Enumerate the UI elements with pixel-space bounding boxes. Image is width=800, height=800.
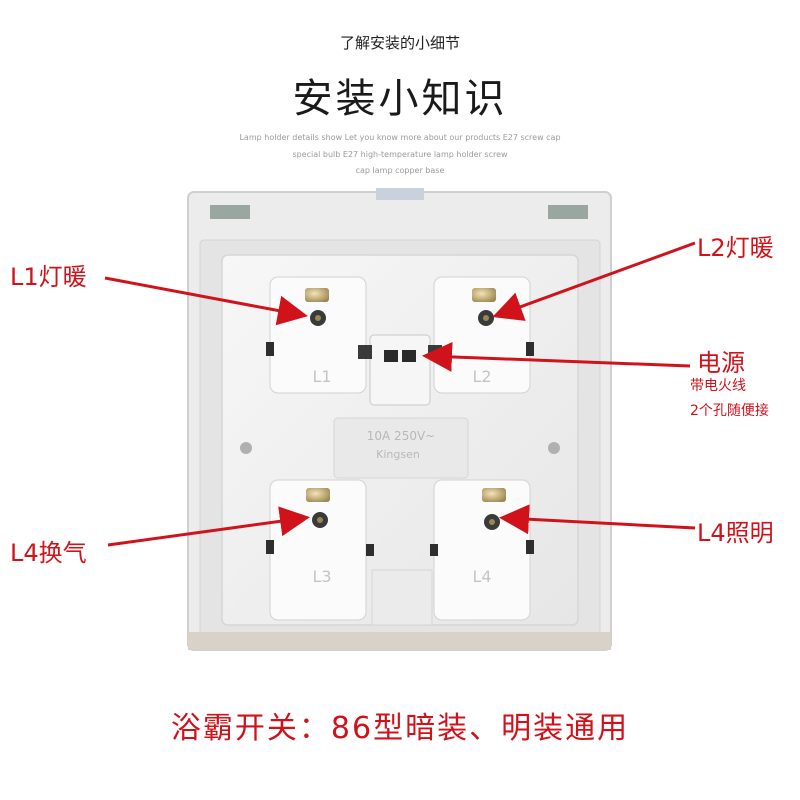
frame-bottom-edge xyxy=(188,632,611,650)
clip-5 xyxy=(366,544,374,556)
power-hole-2 xyxy=(402,350,416,362)
english-caption-line-1: Lamp holder details show Let you know mo… xyxy=(239,133,561,142)
clip-2 xyxy=(526,342,534,356)
page-title: 安装小知识 xyxy=(292,76,508,122)
screw-l3 xyxy=(306,488,330,528)
label-l2-heat: L2灯暖 xyxy=(697,234,774,262)
subtitle: 了解安装的小细节 xyxy=(339,34,460,52)
screw-l1 xyxy=(305,288,329,326)
arrow-l2 xyxy=(492,241,696,321)
engraved-l3: L3 xyxy=(312,567,331,586)
arrow-l4-vent xyxy=(107,506,310,547)
clip-1 xyxy=(266,342,274,356)
top-clip xyxy=(376,188,424,200)
lower-notch xyxy=(371,569,433,626)
mounting-hole-left xyxy=(240,442,252,454)
label-power: 电源 xyxy=(697,349,745,377)
engraved-l1: L1 xyxy=(312,367,331,386)
english-caption-line-3: cap lamp copper base xyxy=(355,166,445,175)
label-l4-light: L4照明 xyxy=(697,519,774,547)
engraved-l2: L2 xyxy=(472,367,491,386)
label-l4-vent: L4换气 xyxy=(10,539,87,567)
engraved-l4: L4 xyxy=(472,567,491,586)
arrow-l4-light xyxy=(499,504,696,535)
terminal-boss-l4 xyxy=(433,479,531,621)
power-terminal-block xyxy=(369,334,431,406)
note-power-live: 带电火线 xyxy=(690,378,746,394)
screw-l2 xyxy=(472,288,496,326)
note-power-holes: 2个孔随便接 xyxy=(690,403,769,419)
rating-recess xyxy=(333,417,469,479)
clip-6 xyxy=(430,544,438,556)
label-l1-heat: L1灯暖 xyxy=(10,263,87,291)
arrow-power xyxy=(422,341,691,372)
clip-4 xyxy=(526,540,534,554)
arrow-l1 xyxy=(104,276,308,326)
english-caption-line-2: special bulb E27 high-temperature lamp h… xyxy=(292,150,508,159)
top-tab-right xyxy=(548,205,588,219)
rating-text: 10A 250V~ xyxy=(367,429,435,443)
footer-caption: 浴霸开关：86型暗装、明装通用 xyxy=(170,711,630,746)
power-hole-1 xyxy=(384,350,398,362)
power-slot-left xyxy=(358,345,372,359)
screw-l4 xyxy=(482,488,506,530)
brand-text: Kingsen xyxy=(376,448,420,461)
mounting-hole-right xyxy=(548,442,560,454)
top-tab-left xyxy=(210,205,250,219)
clip-3 xyxy=(266,540,274,554)
